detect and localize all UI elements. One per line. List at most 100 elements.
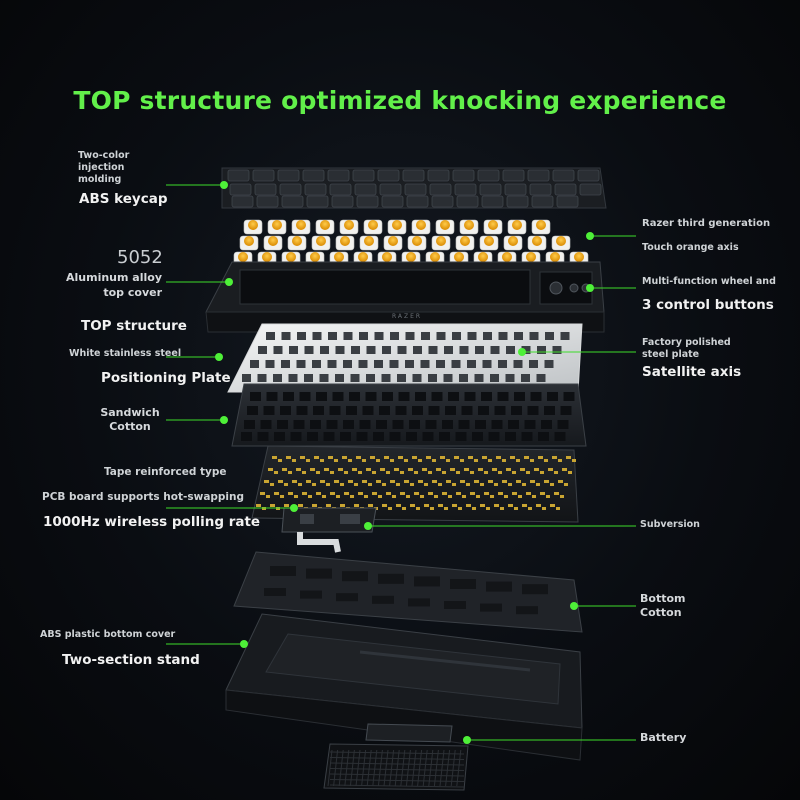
grille-line [329, 757, 465, 760]
wireless-module [281, 507, 377, 553]
cotton-cutout [505, 432, 516, 441]
plate-cutout [297, 332, 306, 340]
socket-pad [446, 459, 450, 462]
socket-pad [498, 471, 502, 474]
cotton-cutout [442, 420, 453, 429]
socket-pad [482, 456, 487, 459]
plate-cutout [343, 360, 352, 368]
socket-pad [320, 459, 324, 462]
socket-pad [420, 495, 424, 498]
socket-pad [362, 459, 366, 462]
socket-pad [292, 459, 296, 462]
socket-pad [554, 471, 558, 474]
socket-pad [386, 492, 391, 495]
plate-cutout [436, 332, 446, 340]
keycap [229, 183, 252, 196]
socket-pad [560, 495, 564, 498]
bottom-cotton-cutout [270, 566, 296, 576]
orange-stem [478, 252, 488, 262]
orange-stem [512, 220, 522, 230]
keycap [431, 195, 454, 208]
socket-pad [316, 471, 320, 474]
keycap [231, 195, 254, 208]
socket-pad [516, 459, 520, 462]
plate-cutout [421, 332, 430, 340]
plate-cutout [443, 374, 453, 382]
plate-cutout [350, 374, 360, 382]
socket-pad [294, 495, 298, 498]
cotton-cutout [247, 406, 258, 415]
orange-stem [238, 252, 248, 262]
socket-pad [432, 480, 437, 483]
orange-stem [310, 252, 320, 262]
plate-cutout [366, 346, 376, 354]
white-steel-plate [227, 323, 583, 393]
keycap [452, 169, 475, 182]
grille-line [329, 751, 465, 755]
orange-stem [368, 220, 378, 230]
orange-stem [412, 236, 422, 246]
cotton-cutout [362, 406, 374, 415]
plate-cutout [428, 374, 437, 382]
cotton-cutout [475, 420, 486, 429]
cotton-cutout [260, 420, 272, 429]
orange-stem [574, 252, 584, 262]
cotton-cutout [316, 392, 327, 401]
orange-stem [268, 236, 278, 246]
bottom-cotton-cutout [444, 601, 466, 609]
socket-pad [372, 471, 376, 474]
keycap [481, 195, 504, 208]
cotton-cutout [415, 392, 426, 401]
plate-cutout [397, 346, 407, 354]
plate-cutout [451, 360, 461, 368]
socket-pad [268, 468, 273, 471]
cotton-cutout [389, 432, 401, 441]
cotton-cutout [563, 392, 575, 401]
socket-pad [496, 456, 501, 459]
socket-pad [558, 480, 563, 483]
keycap [552, 169, 575, 182]
socket-pad [502, 459, 506, 462]
bottom-cotton-cutout [378, 573, 404, 584]
socket-pad [434, 495, 438, 498]
socket-pad [466, 504, 471, 507]
socket-pad [284, 504, 289, 507]
socket-pad [358, 492, 363, 495]
socket-pad [396, 504, 401, 507]
socket-pad [306, 480, 311, 483]
cotton-cutout [332, 392, 344, 401]
label-multi-function-wheel: Multi-function wheel and [642, 276, 776, 287]
cotton-cutout [541, 420, 552, 429]
socket-pad [412, 456, 417, 459]
cotton-cutout [379, 406, 390, 415]
socket-pad [326, 504, 331, 507]
sandwich-cotton-layer [231, 383, 587, 447]
socket-pad [284, 483, 288, 486]
orange-stem [526, 252, 536, 262]
keycap [227, 169, 250, 182]
orange-stem [464, 220, 474, 230]
socket-pad [264, 480, 269, 483]
socket-pad [344, 492, 349, 495]
socket-pad [474, 459, 478, 462]
socket-pad [530, 480, 535, 483]
socket-pad [340, 483, 344, 486]
label-top-structure: TOP structure [81, 318, 187, 334]
keycap [527, 169, 550, 182]
keycap [404, 183, 427, 196]
plate-cutout [397, 374, 406, 382]
label-positioning-plate: Positioning Plate [101, 370, 231, 386]
socket-pad [334, 480, 339, 483]
socket-pad [282, 468, 287, 471]
plate-cutout [529, 360, 538, 368]
hot-swap-sockets [256, 456, 576, 510]
plate-cutout [289, 346, 298, 354]
socket-pad [348, 480, 353, 483]
socket-pad [558, 459, 562, 462]
socket-pad [556, 507, 560, 510]
keycap [502, 169, 525, 182]
aluminum-top-cover: RAZER [205, 261, 605, 333]
cotton-cutout [461, 406, 473, 415]
plate-cutout [265, 360, 275, 368]
plate-cutout [490, 374, 499, 382]
